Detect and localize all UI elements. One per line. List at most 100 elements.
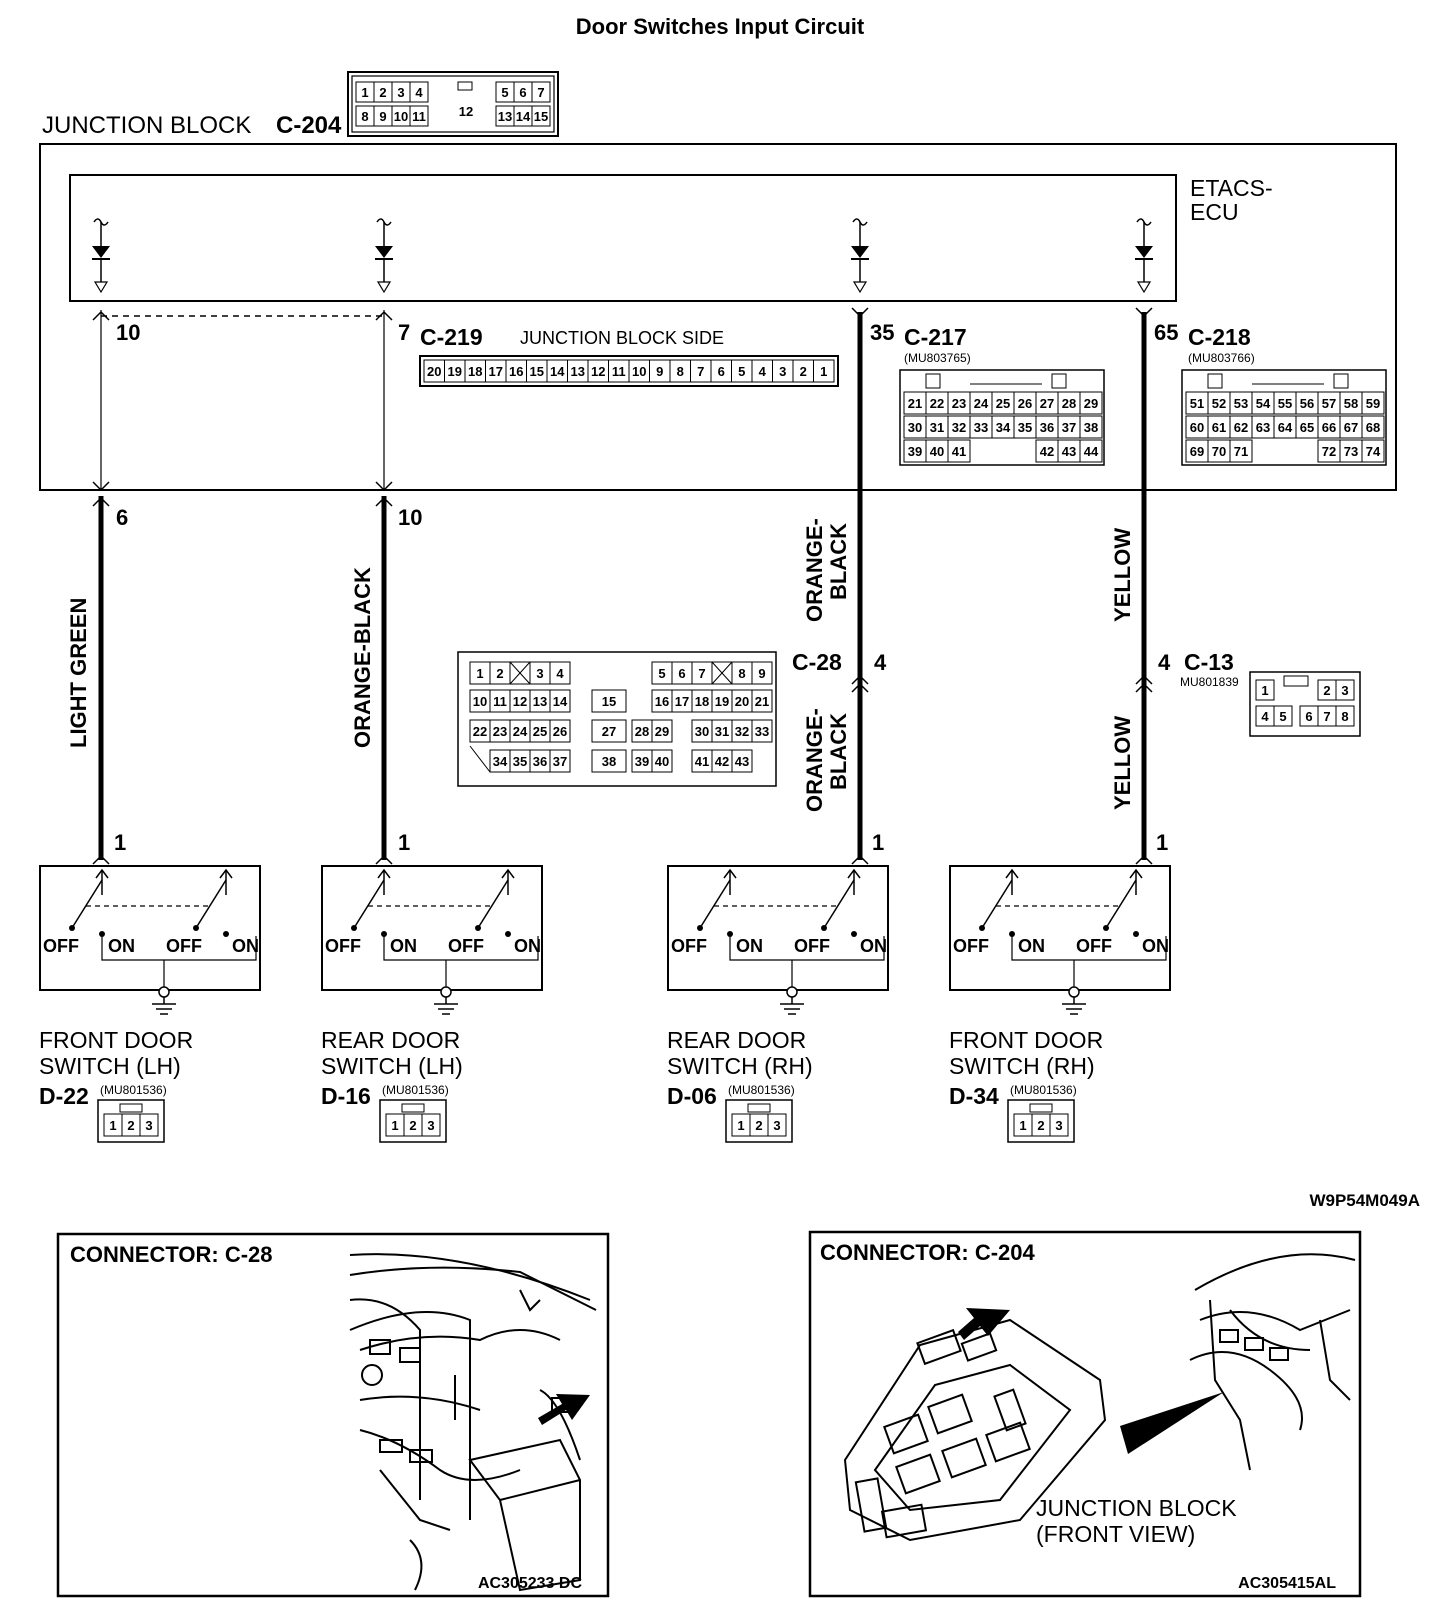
c28-pin: 42 bbox=[711, 749, 733, 773]
c219-pin: 17 bbox=[485, 359, 507, 383]
switch-connector-pin: 2 bbox=[403, 1113, 423, 1137]
c28-pin: 27 bbox=[591, 719, 627, 743]
terminal-mark bbox=[1135, 854, 1153, 865]
svg-text:12: 12 bbox=[513, 694, 527, 709]
switch-name-line1: FRONT DOOR bbox=[949, 1027, 1103, 1053]
panel-c28-title: CONNECTOR: C-28 bbox=[70, 1242, 273, 1267]
svg-text:39: 39 bbox=[908, 444, 922, 459]
svg-text:54: 54 bbox=[1256, 396, 1271, 411]
svg-text:74: 74 bbox=[1366, 444, 1381, 459]
c217-part: (MU803765) bbox=[904, 351, 971, 365]
switch-connector-pin: 1 bbox=[385, 1113, 405, 1137]
wire-color-lh-rear: ORANGE-BLACK bbox=[350, 567, 375, 748]
svg-text:31: 31 bbox=[715, 724, 729, 739]
svg-text:3: 3 bbox=[779, 364, 786, 379]
sw-pin-lh-front: 1 bbox=[114, 830, 126, 855]
svg-text:4: 4 bbox=[415, 85, 423, 100]
c28-pin: 34 bbox=[489, 749, 511, 773]
svg-text:30: 30 bbox=[695, 724, 709, 739]
c28-pin: 40 bbox=[651, 749, 673, 773]
c13-pin: 8 bbox=[1335, 705, 1355, 727]
c28-label: C-28 bbox=[792, 649, 842, 675]
svg-text:2: 2 bbox=[127, 1118, 134, 1133]
svg-text:63: 63 bbox=[1256, 420, 1270, 435]
wire-color-rh-front-lower: YELLOW bbox=[1110, 716, 1135, 810]
inline-connector-mark bbox=[1135, 682, 1153, 693]
svg-text:1: 1 bbox=[1261, 683, 1268, 698]
c219-pin: 11 bbox=[608, 359, 630, 383]
c219-pin: 18 bbox=[464, 359, 486, 383]
svg-text:6: 6 bbox=[718, 364, 725, 379]
svg-text:15: 15 bbox=[534, 109, 548, 124]
switch-name-line2: SWITCH (LH) bbox=[321, 1053, 463, 1079]
svg-text:2: 2 bbox=[755, 1118, 762, 1133]
svg-text:2: 2 bbox=[409, 1118, 416, 1133]
c217-pin: 38 bbox=[1079, 415, 1103, 439]
c28-pin: 1 bbox=[469, 661, 491, 685]
svg-text:25: 25 bbox=[533, 724, 547, 739]
c217-label: C-217 bbox=[904, 324, 967, 350]
switch-off-label: OFF bbox=[671, 936, 707, 956]
svg-text:1: 1 bbox=[1019, 1118, 1026, 1133]
c204-pin: 3 bbox=[391, 81, 411, 103]
switch-off-label: OFF bbox=[794, 936, 830, 956]
c219-pin: 10 bbox=[628, 359, 650, 383]
inline-connector-mark bbox=[851, 674, 869, 685]
c217-pin: 36 bbox=[1035, 415, 1059, 439]
c28-pin: 8 bbox=[731, 661, 753, 685]
svg-text:5: 5 bbox=[1279, 709, 1286, 724]
c219-pin: 1 bbox=[813, 359, 835, 383]
svg-text:8: 8 bbox=[738, 666, 745, 681]
svg-text:4: 4 bbox=[1261, 709, 1269, 724]
svg-text:28: 28 bbox=[1062, 396, 1076, 411]
svg-text:57: 57 bbox=[1322, 396, 1336, 411]
svg-text:65: 65 bbox=[1300, 420, 1314, 435]
c28-pin: 31 bbox=[711, 719, 733, 743]
diode-icon bbox=[851, 218, 869, 294]
svg-text:4: 4 bbox=[759, 364, 767, 379]
svg-text:58: 58 bbox=[1344, 396, 1358, 411]
junction-block-illustration bbox=[843, 1253, 1356, 1542]
svg-text:26: 26 bbox=[1018, 396, 1032, 411]
svg-text:6: 6 bbox=[1305, 709, 1312, 724]
switch-connector-pin: 1 bbox=[731, 1113, 751, 1137]
c28-pin: 21 bbox=[751, 689, 773, 713]
svg-text:10: 10 bbox=[473, 694, 487, 709]
c218-label: C-218 bbox=[1188, 324, 1251, 350]
ecu-label-line1: ETACS- bbox=[1190, 175, 1273, 201]
c28-pin: 28 bbox=[631, 719, 653, 743]
c217-pin: 23 bbox=[947, 391, 971, 415]
diagram-title: Door Switches Input Circuit bbox=[576, 14, 865, 39]
c28-pin: 2 bbox=[489, 661, 511, 685]
diode-icon bbox=[1135, 218, 1153, 294]
c13-pin: 2 bbox=[1317, 679, 1337, 701]
svg-text:3: 3 bbox=[1341, 683, 1348, 698]
c217-pin: 32 bbox=[947, 415, 971, 439]
c218-pin: 56 bbox=[1295, 391, 1319, 415]
svg-text:55: 55 bbox=[1278, 396, 1292, 411]
svg-text:40: 40 bbox=[930, 444, 944, 459]
c28-pin: 20 bbox=[731, 689, 753, 713]
inline-connector-mark bbox=[1135, 674, 1153, 685]
c13-pin: 4 bbox=[1255, 705, 1275, 727]
c218-pin: 73 bbox=[1339, 439, 1363, 463]
c28-pin: 9 bbox=[751, 661, 773, 685]
ecu-input-diodes bbox=[92, 218, 1153, 294]
c28-pin: 35 bbox=[509, 749, 531, 773]
c204-pin: 7 bbox=[531, 81, 551, 103]
c217-pin: 35 bbox=[1013, 415, 1037, 439]
svg-text:20: 20 bbox=[735, 694, 749, 709]
svg-text:2: 2 bbox=[1323, 683, 1330, 698]
c219-label: C-219 bbox=[420, 324, 483, 350]
c204-pin: 2 bbox=[373, 81, 393, 103]
svg-text:32: 32 bbox=[952, 420, 966, 435]
c218-pin: 54 bbox=[1251, 391, 1275, 415]
c218-pin: 66 bbox=[1317, 415, 1341, 439]
svg-text:43: 43 bbox=[735, 754, 749, 769]
c219-pin: 8 bbox=[669, 359, 691, 383]
